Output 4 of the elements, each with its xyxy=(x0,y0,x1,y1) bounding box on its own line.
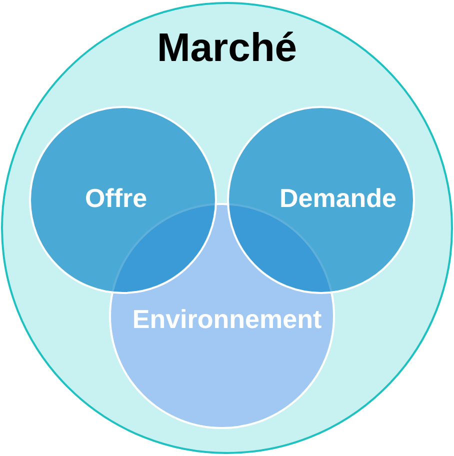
circle-label: Offre xyxy=(84,185,148,211)
circle-title: Marché xyxy=(156,28,298,68)
circle-label: Environnement xyxy=(132,306,322,332)
circle-label: Demande xyxy=(279,185,397,211)
